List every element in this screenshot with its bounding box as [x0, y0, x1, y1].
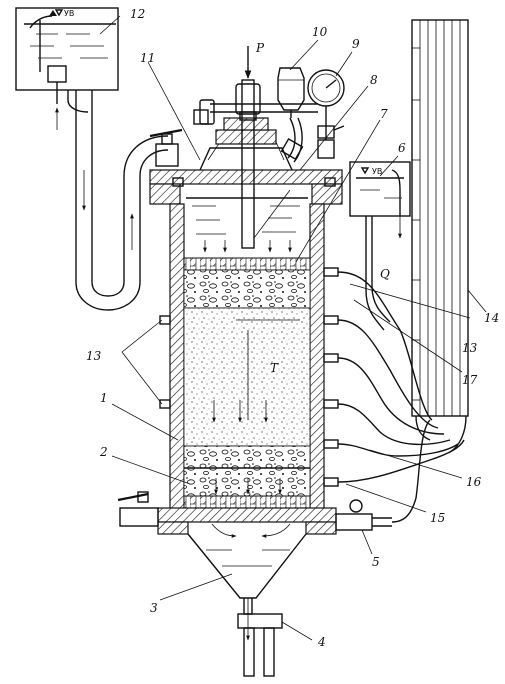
water-level-marker-top	[54, 9, 64, 17]
piezometer-board-14	[411, 19, 469, 453]
label-6: 6	[398, 141, 406, 155]
upper-grate	[183, 257, 311, 271]
label-7: 7	[380, 107, 388, 121]
lower-grate	[183, 495, 311, 509]
label-12: 12	[130, 7, 145, 21]
piezometer-tubes	[337, 271, 465, 523]
column-walls	[169, 203, 325, 513]
drain-valve-left	[117, 491, 159, 527]
water-zone	[186, 189, 308, 253]
lower-gravel-layer	[183, 445, 311, 497]
label-5: 5	[372, 555, 380, 569]
top-head	[149, 117, 343, 205]
label-2: 2	[99, 445, 108, 459]
label-1: 1	[100, 391, 108, 405]
label-3: 3	[150, 601, 158, 615]
side-fitting-8	[280, 117, 335, 163]
flow-arrows-lower	[214, 478, 282, 495]
inlet-valve	[149, 128, 183, 167]
label-11: 11	[140, 51, 155, 65]
label-13-right: 13	[462, 341, 478, 355]
label-15: 15	[430, 511, 445, 525]
label-t: T	[270, 361, 279, 375]
label-uv-right: УВ	[372, 167, 382, 176]
water-level-marker-right	[360, 167, 370, 175]
supply-pipe	[75, 90, 169, 311]
label-p: P	[255, 41, 265, 55]
leader-lines	[99, 15, 487, 641]
label-14: 14	[484, 311, 499, 325]
valve-5	[335, 499, 392, 531]
label-13-left: 13	[86, 349, 102, 363]
flow-arrows-bed	[212, 319, 300, 423]
rod-assembly	[193, 46, 318, 249]
filter-bed	[183, 307, 311, 447]
upper-gravel-layer	[183, 269, 311, 309]
label-4: 4	[317, 635, 326, 649]
supply-tank-12	[15, 7, 119, 130]
label-uv-top: УВ	[64, 9, 74, 18]
label-16: 16	[466, 475, 482, 489]
pressure-gauge-9	[307, 69, 345, 140]
bottom-flange	[157, 507, 337, 535]
label-17: 17	[462, 373, 478, 387]
label-8: 8	[370, 73, 378, 87]
label-9: 9	[352, 37, 360, 51]
bottom-cone-3	[187, 523, 307, 641]
component-10	[277, 67, 305, 118]
label-q: Q	[380, 267, 390, 281]
outlet-4	[237, 613, 283, 677]
label-10: 10	[312, 25, 328, 39]
overflow-tank-6	[349, 161, 411, 331]
